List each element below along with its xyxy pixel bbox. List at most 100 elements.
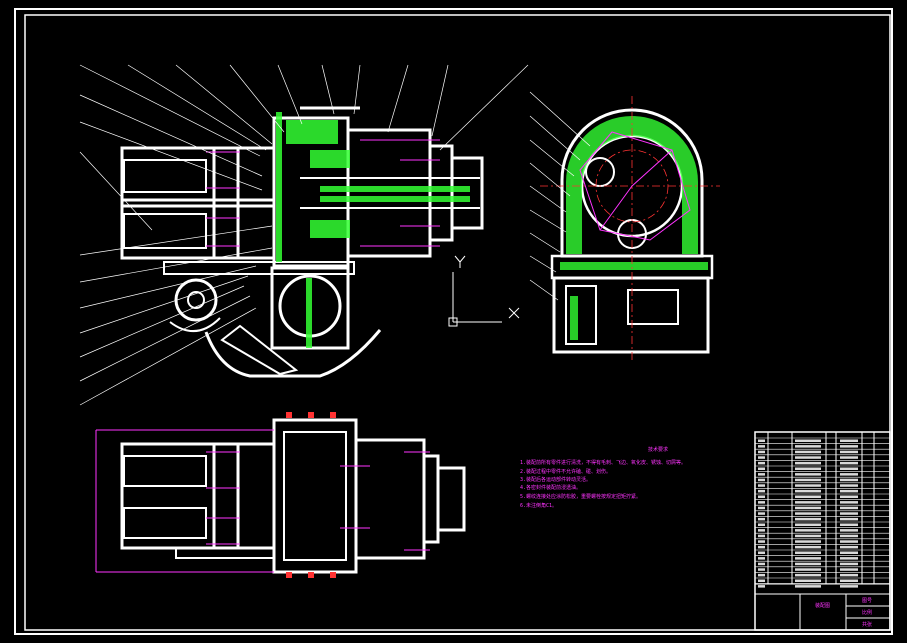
parts-list-cell-text: [758, 484, 765, 487]
parts-list-cell-text: [758, 506, 765, 510]
parts-list-cell-text: [758, 456, 765, 459]
note-line: 6.未注倒角C1。: [520, 503, 558, 509]
parts-list-cell-text: [795, 568, 821, 571]
parts-list-cell-text: [840, 573, 858, 577]
parts-list-cell-text: [758, 551, 765, 554]
parts-list-cell-text: [840, 529, 858, 532]
parts-list-rows: [755, 437, 890, 584]
front-dimension-marks: [206, 139, 440, 247]
parts-list-cell-text: [840, 557, 858, 560]
drawing-border: [14, 8, 893, 635]
parts-list-cell-text: [758, 450, 765, 454]
parts-list-cell-text: [840, 450, 858, 454]
front-section-view: [120, 106, 484, 378]
parts-list-cell-text: [795, 573, 821, 577]
parts-list-cell-text: [840, 478, 858, 482]
side-leader-lines: [529, 91, 591, 301]
side-hatching: [560, 116, 708, 340]
parts-list-cell-text: [840, 534, 858, 538]
parts-list-cell-text: [840, 506, 858, 510]
ucs-axis-indicator: [448, 255, 520, 327]
drawing-code-label: 图号: [862, 598, 873, 604]
parts-list-cell-text: [758, 495, 765, 498]
parts-list-cell-text: [795, 557, 821, 560]
parts-list-cell-text: [795, 540, 821, 543]
parts-list-cell-text: [795, 461, 821, 465]
parts-list-cell-text: [795, 489, 821, 493]
technical-notes-title: 技术要求: [648, 447, 669, 453]
parts-list-cell-text: [758, 478, 765, 482]
parts-list-cell-text: [840, 562, 858, 566]
parts-list-cell-text: [758, 557, 765, 560]
parts-list-cell-text: [840, 545, 858, 549]
parts-list-cell-text: [840, 517, 858, 521]
parts-list-cell-text: [795, 445, 821, 448]
scale-label: 比例: [862, 610, 873, 616]
parts-list-cell-text: [840, 489, 858, 493]
parts-list-cell-text: [795, 467, 821, 470]
parts-list-cell-text: [840, 551, 858, 554]
front-hatching: [276, 112, 470, 348]
parts-list-cell-text: [758, 534, 765, 538]
parts-list-cell-text: [795, 562, 821, 566]
parts-list-cell-text: [758, 579, 765, 582]
parts-list-cell-text: [795, 495, 821, 498]
parts-list-cell-text: [840, 540, 858, 543]
parts-list-cell-text: [795, 506, 821, 510]
side-center-lines: [540, 96, 720, 360]
parts-list-cell-text: [840, 501, 858, 504]
parts-list-cell-text: [758, 573, 765, 577]
parts-list-cell-text: [840, 461, 858, 465]
parts-list-cell-text: [795, 456, 821, 459]
sheet-label: 共张: [862, 622, 873, 628]
note-line: 1.装配前所有零件进行清洗，不得有毛刺、飞边、氧化皮、锈蚀、切屑等。: [520, 460, 687, 466]
parts-list-cell-text: [795, 534, 821, 538]
top-view-bolts: [286, 412, 336, 578]
parts-list-cell-text: [795, 439, 821, 442]
parts-list-cell-text: [795, 450, 821, 454]
parts-list-cell-text: [758, 562, 765, 566]
parts-list-cell-text: [758, 568, 765, 571]
parts-list-cell-text: [795, 512, 821, 515]
parts-list-cell-text: [795, 529, 821, 532]
parts-list-cell-text: [758, 540, 765, 543]
parts-list-cell-text: [795, 551, 821, 554]
parts-list-cell-text: [758, 585, 765, 588]
side-gear-outline: [579, 131, 691, 241]
parts-list-cell-text: [758, 473, 765, 476]
parts-list-cell-text: [795, 517, 821, 521]
top-view-dimensions: [95, 429, 430, 573]
parts-list-cell-text: [758, 523, 765, 526]
parts-list-cell-text: [758, 529, 765, 532]
note-line: 4.各密封件装配前浸透油。: [520, 485, 582, 491]
parts-list-cell-text: [758, 445, 765, 448]
title-block: [754, 431, 891, 631]
parts-list-cell-text: [758, 517, 765, 521]
parts-list-cell-text: [795, 579, 821, 582]
parts-list-cell-text: [840, 585, 858, 588]
note-line: 3.装配后各运动部件转动灵活。: [520, 477, 592, 483]
parts-list-cell-text: [795, 545, 821, 549]
note-line: 2.装配过程中零件不允许磕、碰、划伤。: [520, 469, 612, 475]
front-leader-lines: [79, 64, 529, 406]
parts-list-cell-text: [795, 585, 821, 588]
parts-list-cell-text: [758, 461, 765, 465]
parts-list-cell-text: [840, 456, 858, 459]
parts-list-cell-text: [795, 484, 821, 487]
parts-list-cell-text: [840, 439, 858, 442]
note-line: 5.螺纹连接处应涂防松胶，重要螺栓按规定扭矩拧紧。: [520, 494, 642, 500]
top-view: [120, 418, 466, 574]
parts-list-cell-text: [840, 495, 858, 498]
parts-list-cell-text: [758, 467, 765, 470]
parts-list-cell-text: [840, 512, 858, 515]
parts-list-cell-text: [840, 523, 858, 526]
parts-list-cell-text: [795, 523, 821, 526]
parts-list-cell-text: [758, 545, 765, 549]
parts-list-cell-text: [758, 439, 765, 442]
parts-list-cell-text: [795, 473, 821, 476]
parts-list-cell-text: [758, 512, 765, 515]
parts-list-cell-text: [795, 501, 821, 504]
parts-list-cell-text: [758, 489, 765, 493]
parts-list-cell-text: [840, 473, 858, 476]
